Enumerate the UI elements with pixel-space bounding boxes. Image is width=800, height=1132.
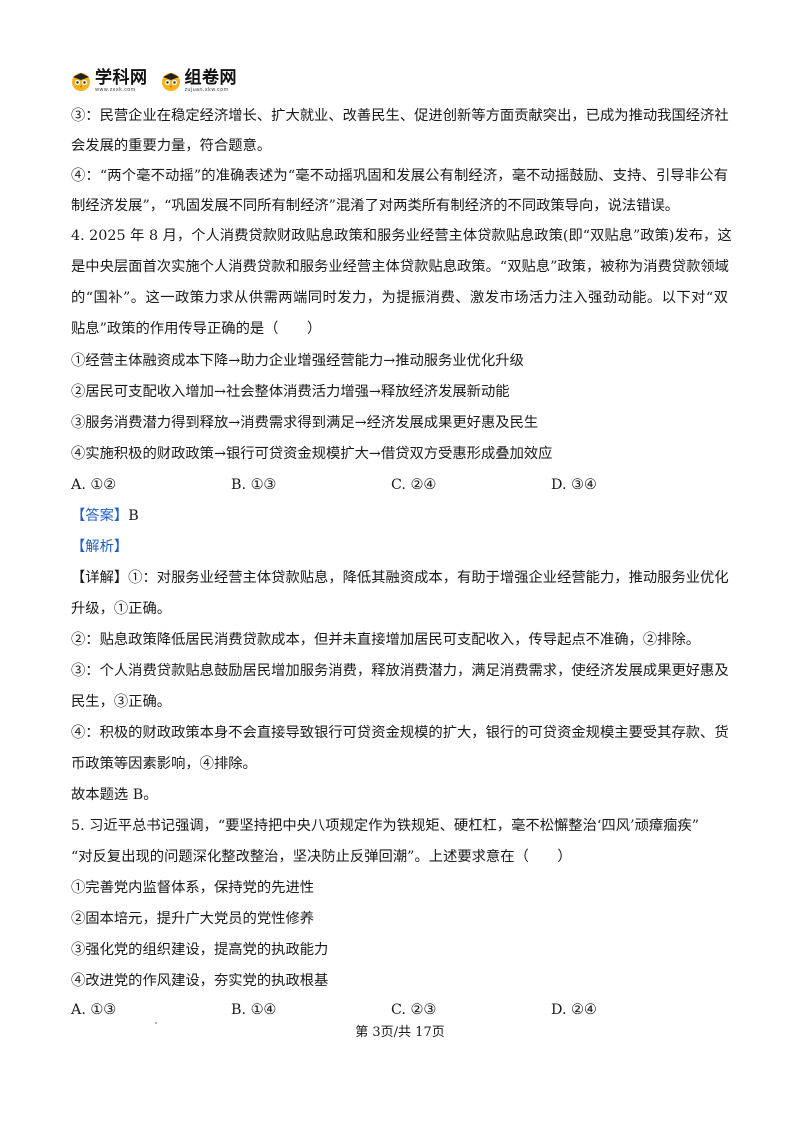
page-dot	[155, 1022, 157, 1024]
analysis-label: 【解析】	[71, 539, 129, 555]
question-5-line: “对反复出现的问题深化整改整治，坚决防止反弹回潮”。上述要求意在（ ）	[71, 849, 572, 865]
logo-text-1: 学科网	[95, 67, 148, 88]
option-c: C. ②③	[391, 1002, 437, 1018]
page-footer: 第 3页/共 17页	[355, 1025, 445, 1040]
statement-item: ③强化党的组织建设，提高党的执政能力	[71, 942, 329, 958]
option-c: C. ②④	[391, 477, 437, 493]
explanation-line: 币政策等因素影响，④排除。	[71, 756, 257, 772]
explanation-line: ②：贴息政策降低居民消费贷款成本，但并未直接增加居民可支配收入，传导起点不准确，…	[71, 632, 701, 648]
option-a: A. ①②	[71, 477, 117, 493]
text-line: ③：民营企业在稳定经济增长、扩大就业、改善民生、促进创新等方面贡献突出，已成为推…	[71, 108, 729, 124]
owl-icon	[72, 73, 90, 91]
explanation-line: ③：个人消费贷款贴息鼓励居民增加服务消费，释放消费潜力，满足消费需求，使经济发展…	[71, 663, 729, 679]
logo-text-2: 组卷网	[184, 67, 237, 88]
question-5-line: 5. 习近平总书记强调，“要坚持把中央八项规定作为铁规矩、硬杠杠，毫不松懈整治‘…	[71, 818, 700, 834]
xuekewang-logo: 学科网 www.zxxk.com	[70, 67, 148, 93]
header-logos: 学科网 www.zxxk.com 组卷网 zujuan.xkw.com	[70, 68, 249, 94]
statement-item: ②固本培元，提升广大党员的党性修养	[71, 911, 315, 927]
text-line: 会发展的重要力量，符合题意。	[71, 138, 272, 154]
answer-value: B	[128, 508, 139, 524]
text-line: ④：“两个毫不动摇”的准确表述为“毫不动摇巩固和发展公有制经济，毫不动摇鼓励、支…	[71, 168, 728, 184]
option-b: B. ①④	[231, 1002, 277, 1018]
conclusion-line: 故本题选 B。	[71, 787, 158, 803]
explanation-line: ④：积极的财政政策本身不会直接导致银行可贷资金规模的扩大，银行的可贷资金规模主要…	[71, 725, 729, 741]
statement-item: ③服务消费潜力得到释放→消费需求得到满足→经济发展成果更好惠及民生	[71, 415, 539, 431]
question-4-line: 的“国补”。这一政策力求从供需两端同时发力，为提振消费、激发市场活力注入强劲动能…	[71, 290, 728, 306]
text-line: 制经济发展”，“巩固发展不同所有制经济”混淆了对两类所有制经济的不同政策导向，说…	[71, 198, 680, 214]
q4-options: A. ①② B. ①③ C. ②④ D. ③④	[71, 475, 711, 495]
logo-sub-1: www.zxxk.com	[95, 86, 136, 93]
answer-label: 【答案】	[71, 508, 129, 524]
statement-item: ①经营主体融资成本下降→助力企业增强经营能力→推动服务业优化升级	[71, 353, 524, 369]
explanation-line: 民生，③正确。	[71, 694, 172, 710]
statement-item: ④实施积极的财政政策→银行可贷资金规模扩大→借贷双方受惠形成叠加效应	[71, 446, 553, 462]
question-4-line: 是中央层面首次实施个人消费贷款和服务业经营主体贷款贴息政策。“双贴息”政策，被称…	[71, 259, 729, 275]
option-d: D. ②④	[551, 1002, 597, 1018]
owl-icon	[161, 73, 180, 91]
zujuanwang-logo: 组卷网 zujuan.xkw.com	[160, 67, 238, 93]
statement-item: ②居民可支配收入增加→社会整体消费活力增强→释放经济发展新动能	[71, 384, 510, 400]
option-d: D. ③④	[551, 477, 597, 493]
explanation-line: 【详解】①：对服务业经营主体贷款贴息，降低其融资成本，有助于增强企业经营能力，推…	[71, 570, 729, 586]
question-4-line: 贴息”政策的作用传导正确的是（ ）	[71, 321, 322, 337]
explanation-line: 升级，①正确。	[71, 601, 172, 617]
answer-line: 【答案】B	[71, 506, 139, 526]
question-4-line: 4. 2025 年 8 月，个人消费贷款财政贴息政策和服务业经营主体贷款贴息政策…	[71, 228, 732, 244]
statement-item: ④改进党的作风建设，夯实党的执政根基	[71, 973, 329, 989]
option-b: B. ①③	[231, 477, 277, 493]
logo-sub-2: zujuan.xkw.com	[184, 86, 229, 93]
q5-options: A. ①③ B. ①④ C. ②③ D. ②④	[71, 1000, 711, 1020]
option-a: A. ①③	[71, 1002, 117, 1018]
statement-item: ①完善党内监督体系，保持党的先进性	[71, 880, 315, 896]
